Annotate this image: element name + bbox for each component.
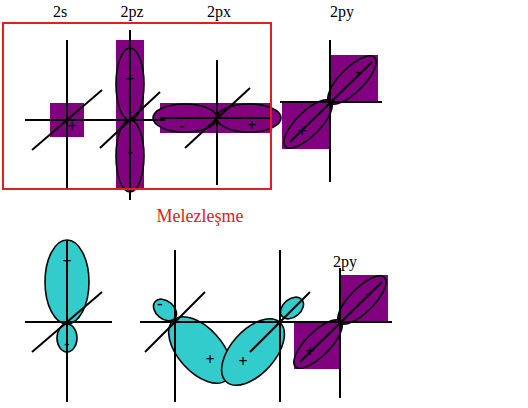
orbital-label: 2py xyxy=(330,4,354,20)
orbital-label: 2py xyxy=(333,254,357,270)
phase-sign: - xyxy=(365,286,370,302)
process-title: Melezleşme xyxy=(157,207,244,225)
axis-line xyxy=(129,30,131,200)
axis-line xyxy=(66,40,68,188)
axis-line xyxy=(290,62,372,142)
axis-line xyxy=(145,292,205,352)
axis-line xyxy=(339,268,341,398)
hybridisation-frame: 2s2pz2px xyxy=(2,22,272,190)
axis-line xyxy=(100,92,160,148)
hybrid-lobe xyxy=(210,308,296,397)
axis-line xyxy=(279,250,281,402)
phase-sign: + xyxy=(67,119,76,135)
axis-line xyxy=(140,321,392,323)
axis-line xyxy=(185,88,250,148)
phase-sign: + xyxy=(247,118,256,134)
orbital-label: 2pz xyxy=(120,4,143,20)
phase-sign: - xyxy=(355,64,360,80)
phase-sign: + xyxy=(305,344,314,360)
phase-sign: + xyxy=(297,124,306,140)
axis-line xyxy=(174,250,176,402)
sp-hybrid-lobes xyxy=(45,240,308,396)
axis-line xyxy=(250,292,310,352)
phase-sign: + xyxy=(238,354,247,370)
axis-line xyxy=(32,90,102,150)
phase-sign: - xyxy=(127,144,132,160)
orbital-label: 2px xyxy=(207,4,231,20)
phase-sign: + xyxy=(125,72,134,88)
phase-sign: + xyxy=(62,254,71,270)
axis-line xyxy=(216,60,218,185)
phase-sign: - xyxy=(179,118,184,134)
coordinate-axes xyxy=(25,30,392,402)
phase-sign: + xyxy=(205,352,214,368)
phase-sign: - xyxy=(64,336,69,352)
phase-sign: - xyxy=(157,296,162,312)
axis-line xyxy=(32,292,102,352)
orbital-label: 2s xyxy=(53,4,67,20)
axis-line xyxy=(300,282,382,362)
axis-line xyxy=(329,40,331,182)
